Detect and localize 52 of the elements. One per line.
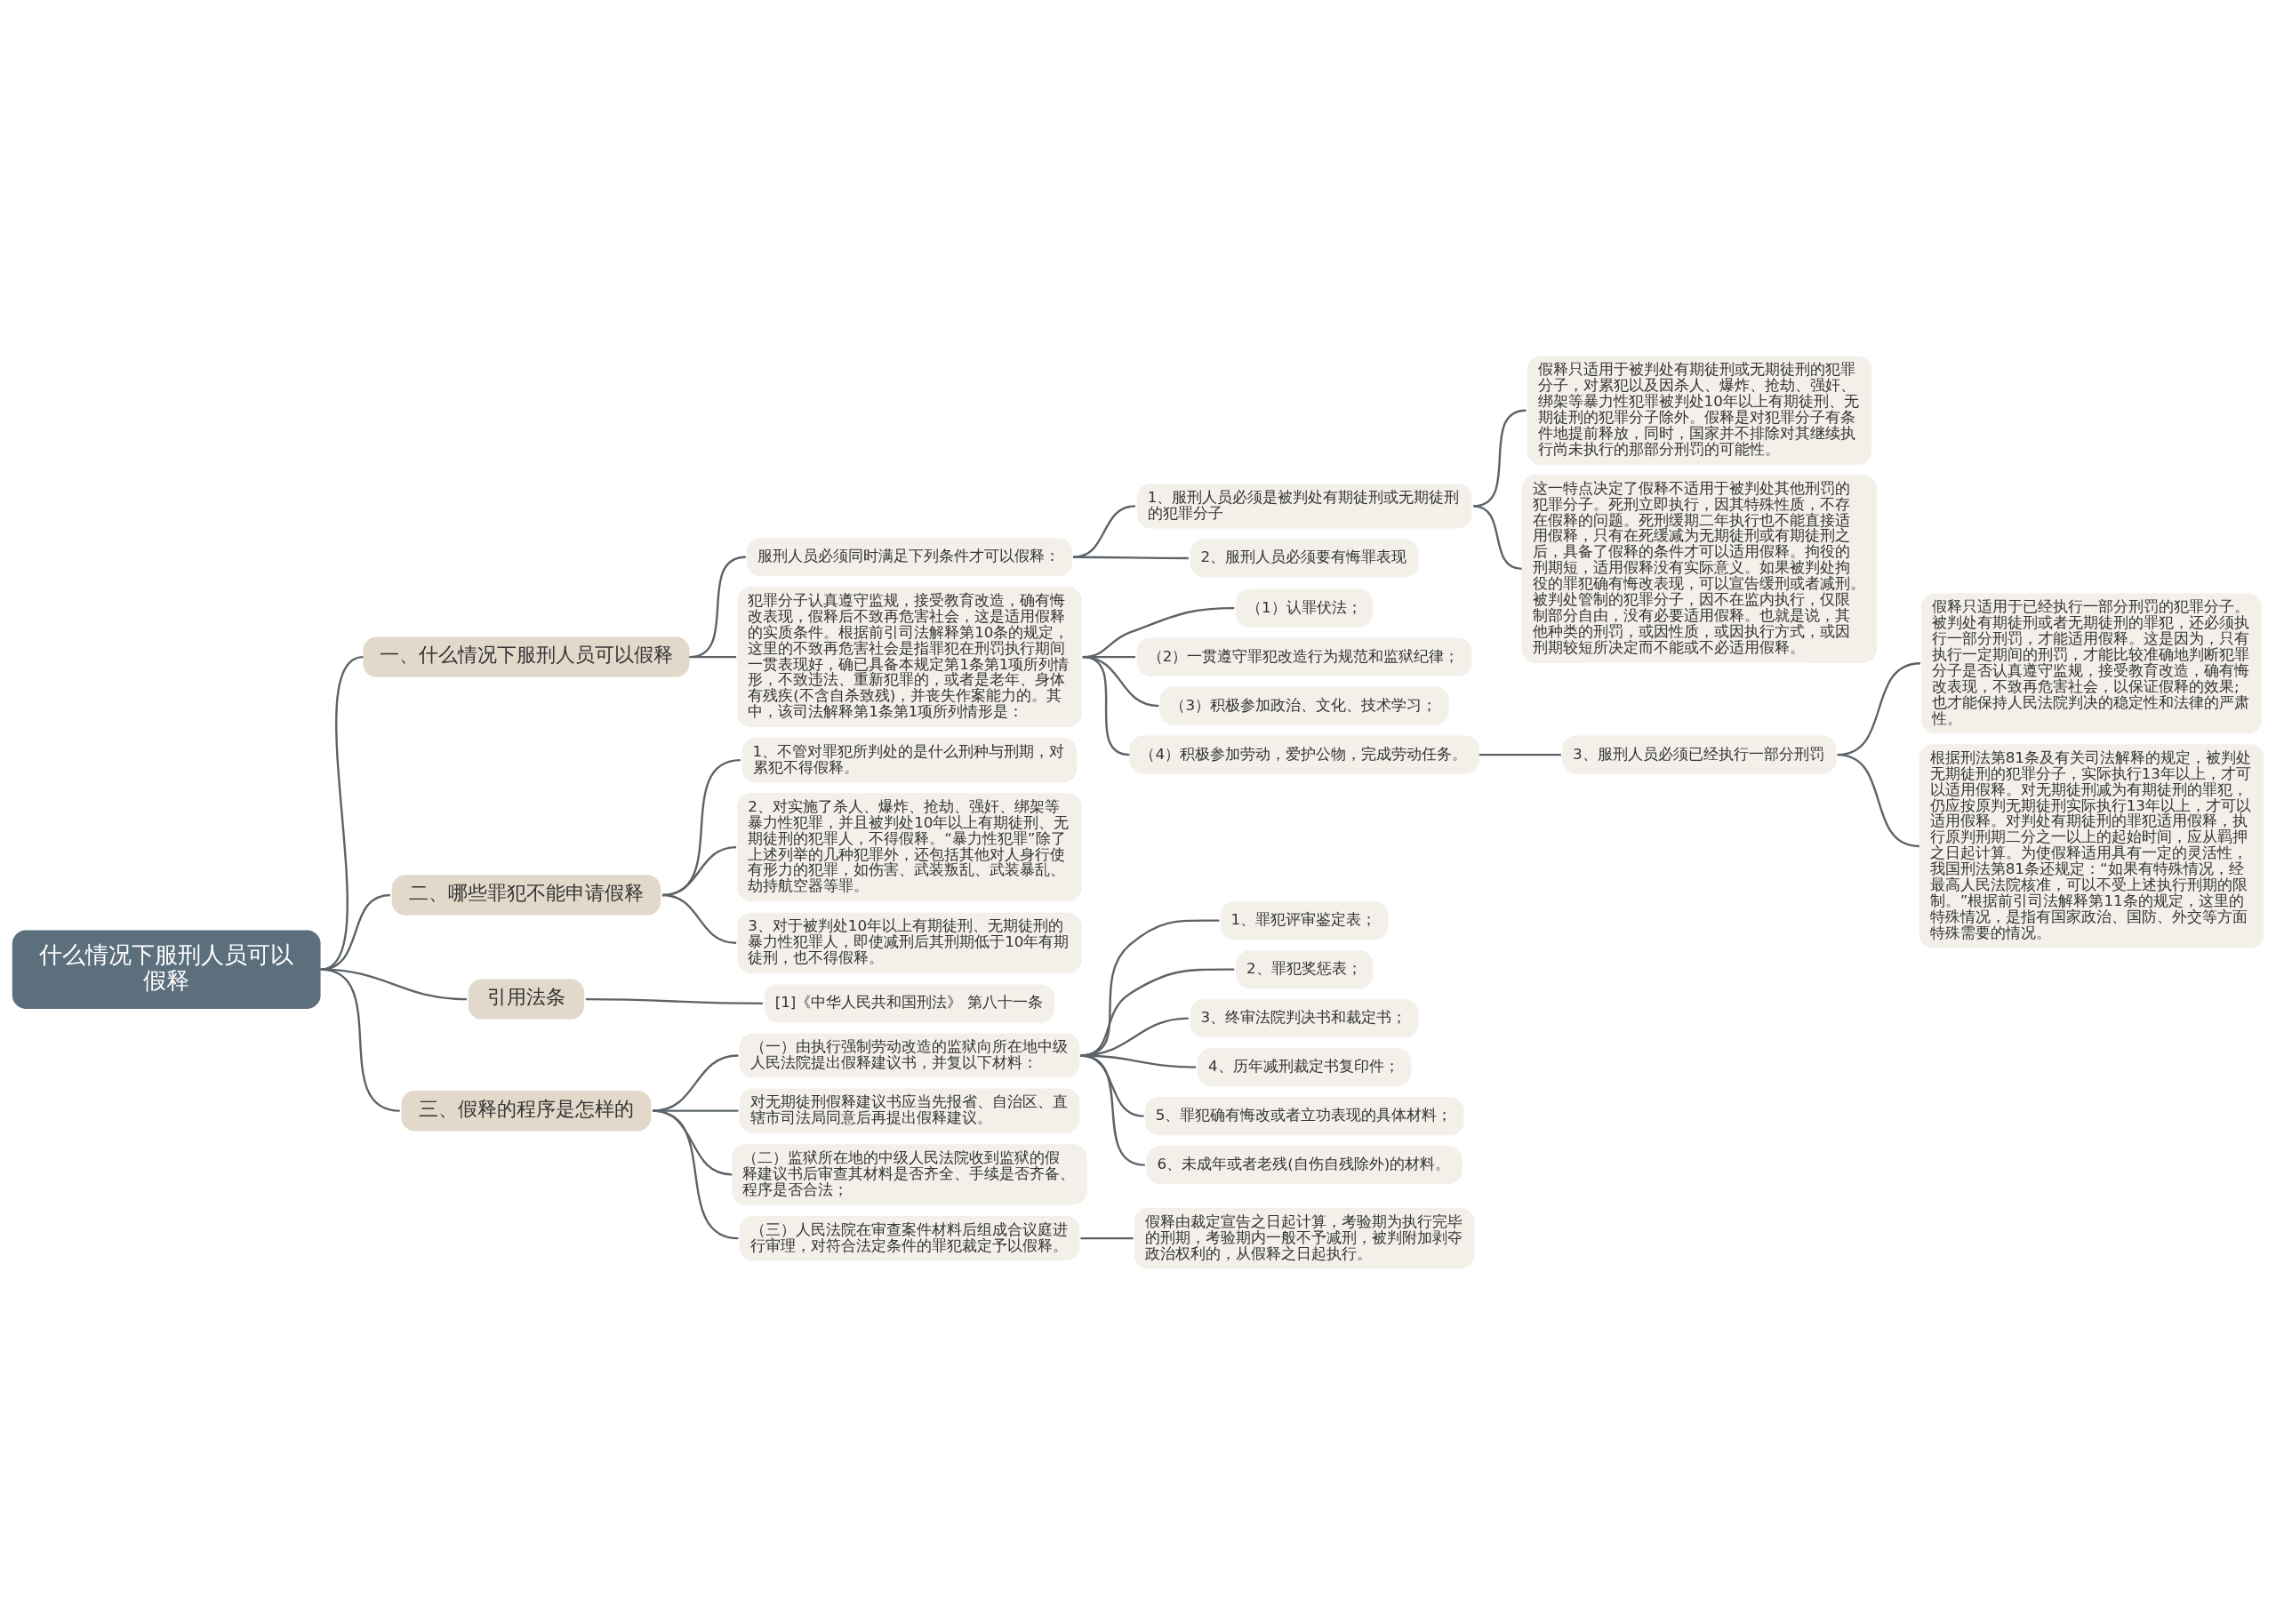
connector	[1479, 753, 1561, 756]
node-box: 2、服刑人员必须要有悔罪表现	[1190, 538, 1419, 577]
node-box: 假释由裁定宣告之日起计算，考验期为执行完毕的刑期，考验期内一般不予减刑，被判附加剥夺政治权利的，从假释之日起执行。	[1134, 1207, 1475, 1268]
node-box: （3）积极参加政治、文化、技术学习；	[1159, 686, 1449, 725]
connector	[1072, 504, 1136, 558]
connector	[320, 967, 400, 1112]
node-box: （一）由执行强制劳动改造的监狱向所在地中级人民法院提出假释建议书，并复以下材料：	[739, 1032, 1080, 1078]
connector	[653, 1053, 739, 1112]
connector	[689, 655, 737, 658]
node-box: 引用法条	[468, 978, 585, 1020]
connector	[320, 967, 467, 1000]
node-box: 什么情况下服刑人员可以假释	[12, 929, 321, 1009]
connector	[1837, 753, 1919, 847]
node-box: （2）一贯遵守罪犯改造行为规范和监狱纪律；	[1136, 637, 1472, 676]
connector	[1080, 1236, 1134, 1239]
connector	[689, 556, 747, 658]
connector	[1473, 409, 1527, 508]
node-box: 3、对于被判处10年以上有期徒刑、无期徒刑的暴力性犯罪人，即使减刑后其刑期低于10年有期徒刑，也不得假释。	[737, 912, 1082, 973]
node-box: 对无期徒刑假释建议书应当先报省、自治区、直辖市司法局同意后再提出假释建议。	[739, 1088, 1080, 1133]
node-box: 3、终审法院判决书和裁定书；	[1190, 998, 1419, 1037]
node-box: 2、对实施了杀人、爆炸、抢劫、强奸、绑架等暴力性犯罪，并且被判处10年以上有期徒刑、无期徒刑的犯罪人，不得假释。“暴力性犯罪”除了上述列举的几种犯罪外，还包括其他对人身行使有形力的犯罪，如伤害、武装叛乱、武装暴乱、劫持航空器等罪。	[737, 792, 1082, 901]
node-box: 二、哪些罪犯不能申请假释	[391, 874, 661, 916]
node-box: （1）认罪伏法；	[1236, 588, 1374, 628]
node-box: 这一特点决定了假释不适用于被判处其他刑罚的犯罪分子。死刑立即执行，因其特殊性质，不存在假释的问题。死刑缓期二年执行也不能直接适用假释，只有在死缓减为无期徒刑或有期徒刑之后，具备了假释的条件才可以适用假释。拘役的刑期短，适用假释没有实际意义。如果被判处拘役的罪犯确有悔改表现，可以宣告缓刑或者减刑。被判处管制的犯罪分子，因不在监内执行，仅限制部分自由，没有必要适用假释。也就是说，其他种类的刑罚，或因性质，或因执行方式，或因刑期较短所决定而不能或不必适用假释。	[1521, 474, 1877, 663]
node-box: 5、罪犯确有悔改或者立功表现的具体材料；	[1144, 1096, 1464, 1135]
connector	[653, 1108, 739, 1112]
connector	[320, 893, 391, 971]
node-box: 根据刑法第81条及有关司法解释的规定，被判处无期徒刑的犯罪分子，实际执行13年以上，才可以适用假释。对无期徒刑减为有期徒刑的罪犯，仍应按原判无期徒刑实际执行13年以上，才可以适用假释。对判处有期徒刑的罪犯适用假释，执行原判刑期二分之一以上的起始时间，应从羁押之日起计算。为使假释适用具有一定的灵活性，我国刑法第81条还规定：“如果有特殊情况，经最高人民法院核准，可以不受上述执行刑期的限制。”根据前引司法解释第11条的规定，这里的特殊情况，是指有国家政治、国防、外交等方面特殊需要的情况。	[1919, 743, 2264, 948]
node-box: 6、未成年或者老残(自伤自残除外)的材料。	[1146, 1145, 1463, 1184]
node-box: 服刑人员必须同时满足下列条件才可以假释：	[747, 537, 1072, 576]
node-box: [1]《中华人民共和国刑法》 第八十一条	[764, 983, 1055, 1022]
node-box: 1、不管对罪犯所判处的是什么刑种与刑期，对累犯不得假释。	[741, 737, 1078, 782]
connector	[1073, 556, 1189, 559]
node-box: 假释只适用于已经执行一部分刑罚的犯罪分子。被判处有期徒刑或者无期徒刑的罪犯，还必须执行一部分刑罚，才能适用假释。这是因为，只有执行一定期间的刑罚，才能比较准确地判断犯罪分子是否认真遵守监规，接受教育改造，确有悔改表现，不致再危害社会，以保证假释的效果;也才能保持人民法院判决的稳定性和法律的严肃性。	[1921, 592, 2262, 733]
node-box: 1、服刑人员必须是被判处有期徒刑或无期徒刑的犯罪分子	[1136, 483, 1472, 528]
node-box: 4、历年减刑裁定书复印件；	[1197, 1047, 1412, 1086]
connector	[585, 997, 763, 1004]
node-box: （三）人民法院在审查案件材料后组成合议庭进行审理，对符合法定条件的罪犯裁定予以假释。	[739, 1215, 1080, 1260]
node-box: 假释只适用于被判处有期徒刑或无期徒刑的犯罪分子，对累犯以及因杀人、爆炸、抢劫、强奸、绑架等暴力性犯罪被判处10年以上有期徒刑、无期徒刑的犯罪分子除外。假释是对犯罪分子有条件地提前释放，同时，国家并不排除对其继续执行尚未执行的那部分刑罚的可能性。	[1527, 356, 1871, 465]
node-box: 三、假释的程序是怎样的	[401, 1090, 652, 1131]
connector	[1082, 655, 1130, 756]
connector	[661, 893, 737, 944]
connector	[653, 1109, 739, 1239]
connector	[1473, 504, 1522, 570]
node-box: 2、罪犯奖惩表；	[1236, 949, 1374, 988]
node-box: （4）积极参加劳动，爱护公物，完成劳动任务。	[1129, 735, 1479, 774]
node-box: 3、服刑人员必须已经执行一部分刑罚	[1562, 735, 1837, 774]
node-box: （二）监狱所在地的中级人民法院收到监狱的假释建议书后审查其材料是否齐全、手续是否齐备、程序是否合法；	[732, 1143, 1087, 1204]
node-box: 1、罪犯评审鉴定表；	[1220, 900, 1389, 940]
node-box: 一、什么情况下服刑人员可以假释	[363, 636, 690, 677]
connector	[1082, 655, 1159, 707]
node-box: 犯罪分子认真遵守监规，接受教育改造，确有悔改表现，假释后不致再危害社会，这是适用假释的实质条件。根据前引司法解释第10条的规定，这里的不致再危害社会是指罪犯在刑罚执行期间一贯表现好，确已具备本规定第1条第1项所列情形，不致违法、重新犯罪的，或者是老年、身体有残疾(不含自杀致残)，并丧失作案能力的。其中，该司法解释第1条第1项所列情形是：	[737, 586, 1082, 727]
